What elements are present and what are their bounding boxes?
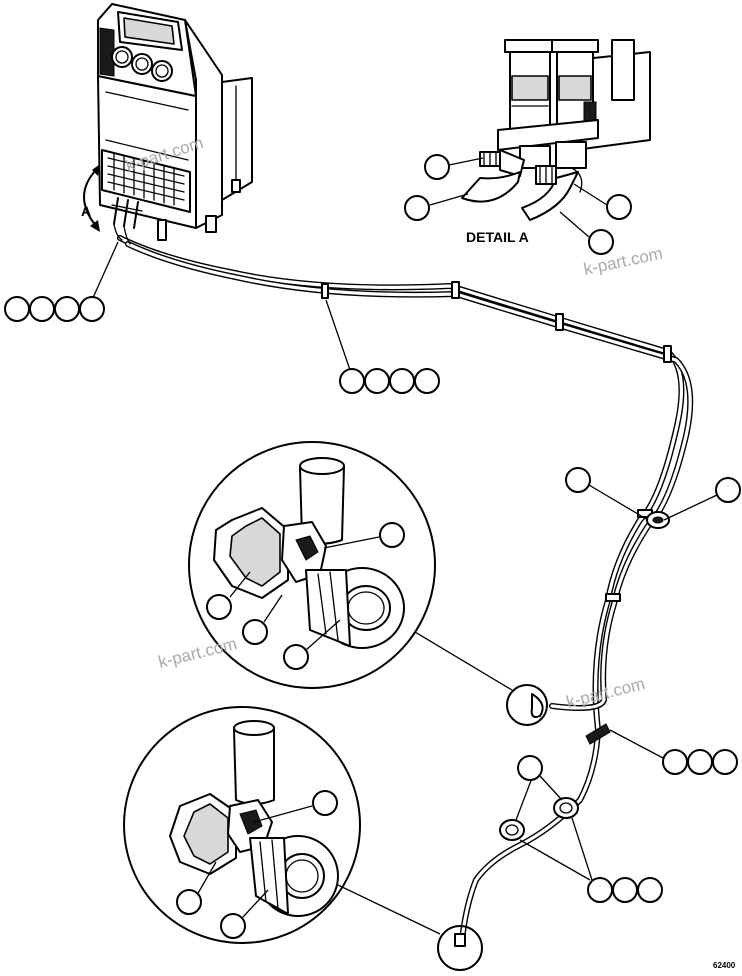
callout-zoom-upper-1 bbox=[379, 522, 405, 548]
callout-zoom-lower-3 bbox=[220, 913, 246, 939]
machine-unit bbox=[97, 3, 253, 241]
callout-group-mid-1 bbox=[339, 368, 365, 394]
callout-group-mid-4 bbox=[414, 368, 440, 394]
zoom-detail-upper bbox=[188, 441, 513, 691]
callout-group-bottom-2 bbox=[612, 877, 638, 903]
callout-detail-a-1 bbox=[424, 154, 450, 180]
callout-detail-a-3 bbox=[606, 194, 632, 220]
callout-zoom-lower-1 bbox=[312, 790, 338, 816]
callout-bottom-clamps bbox=[517, 755, 543, 781]
drawing-number: 62400 bbox=[713, 961, 736, 970]
view-arrow-a-label: A bbox=[81, 203, 91, 219]
detail-a-label: DETAIL A bbox=[466, 229, 529, 245]
callout-group-left-4 bbox=[79, 296, 105, 322]
callout-group-right-1 bbox=[662, 749, 688, 775]
callout-zoom-lower-2 bbox=[176, 889, 202, 915]
callout-group-right-2 bbox=[687, 749, 713, 775]
callout-detail-a-2 bbox=[404, 195, 430, 221]
hose-assembly bbox=[113, 223, 694, 971]
callout-group-right-3 bbox=[712, 749, 738, 775]
detail-a-callouts bbox=[404, 154, 632, 255]
callout-group-mid-2 bbox=[364, 368, 390, 394]
callout-group-bottom-1 bbox=[587, 877, 613, 903]
watermark-3: k-part.com bbox=[156, 634, 239, 672]
detail-a-view: DETAIL A bbox=[461, 39, 651, 245]
callout-group-left-1 bbox=[4, 296, 30, 322]
callout-zoom-upper-3 bbox=[242, 619, 268, 645]
callout-zoom-upper-2 bbox=[206, 594, 232, 620]
zoom-detail-lower bbox=[123, 706, 441, 944]
callout-clamp-right bbox=[715, 477, 741, 503]
callout-group-bottom-3 bbox=[637, 877, 663, 903]
callout-zoom-upper-4 bbox=[283, 644, 309, 670]
callout-group-mid-3 bbox=[389, 368, 415, 394]
callout-group-left-2 bbox=[29, 296, 55, 322]
view-arrow-a: A bbox=[81, 164, 100, 232]
callout-group-left-3 bbox=[54, 296, 80, 322]
main-callouts bbox=[4, 241, 741, 903]
callout-clamp-left bbox=[565, 467, 591, 493]
callout-detail-a-4 bbox=[588, 229, 614, 255]
